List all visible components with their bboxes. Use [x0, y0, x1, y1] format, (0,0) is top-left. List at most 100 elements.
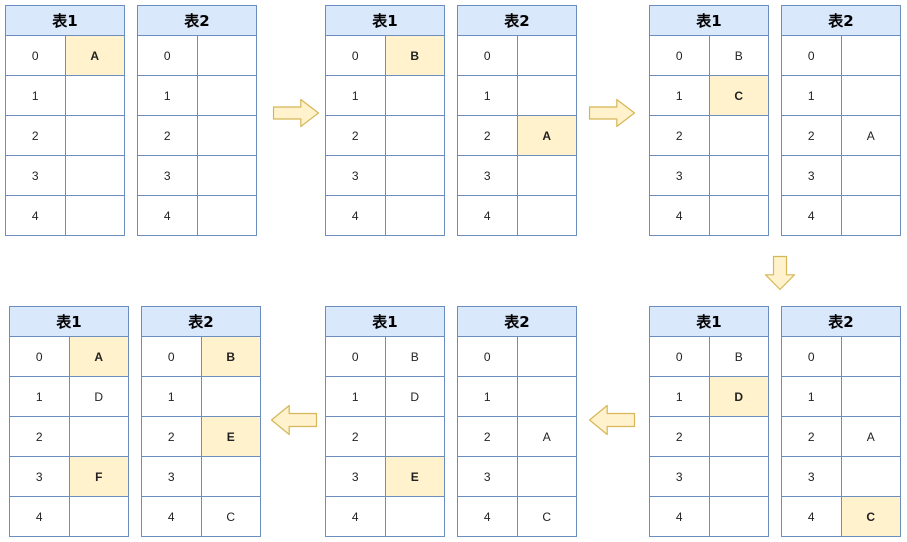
slot-index: 1 [325, 75, 386, 116]
slot-index: 0 [781, 336, 842, 377]
table-title: 表2 [137, 5, 257, 36]
slot-value [196, 115, 257, 156]
slot-value-highlighted: A [68, 336, 129, 377]
slot-index: 3 [5, 155, 66, 196]
slot-index: 0 [5, 35, 66, 76]
arrow-shape [272, 98, 320, 128]
table-title: 表1 [649, 5, 769, 36]
table-title: 表1 [5, 5, 125, 36]
slot-value [68, 416, 129, 457]
table-row: 2 [649, 115, 769, 156]
table-row: 3 [457, 456, 577, 497]
slot-index: 2 [325, 416, 386, 457]
table-row: 1 [137, 75, 257, 116]
slot-value-highlighted: E [200, 416, 261, 457]
slot-value: D [68, 376, 129, 417]
table-title: 表2 [781, 306, 901, 337]
table-title: 表2 [781, 5, 901, 36]
slot-index: 0 [9, 336, 70, 377]
slot-index: 1 [457, 376, 518, 417]
slot-value: A [516, 416, 577, 457]
slot-value [200, 376, 261, 417]
slot-index: 2 [457, 115, 518, 156]
slot-index: 2 [649, 416, 710, 457]
table-title: 表1 [649, 306, 769, 337]
slot-index: 1 [457, 75, 518, 116]
slot-value [64, 75, 125, 116]
slot-index: 0 [325, 336, 386, 377]
slot-index: 1 [649, 376, 710, 417]
slot-index: 3 [325, 456, 386, 497]
slot-value [516, 456, 577, 497]
table-row: 4 [325, 195, 445, 236]
slot-index: 0 [137, 35, 198, 76]
slot-index: 2 [5, 115, 66, 156]
slot-value [200, 456, 261, 497]
table-row: 1 [5, 75, 125, 116]
slot-index: 4 [325, 195, 386, 236]
table-row: 1 [781, 75, 901, 116]
slot-index: 0 [457, 336, 518, 377]
arrow-shape [764, 255, 796, 291]
table-row: 2 [325, 416, 445, 457]
slot-value: C [516, 496, 577, 537]
table-row: 0 [457, 336, 577, 377]
table-row: 1 [457, 376, 577, 417]
slot-value [516, 376, 577, 417]
table-title: 表1 [325, 5, 445, 36]
slot-index: 4 [649, 195, 710, 236]
slot-index: 2 [457, 416, 518, 457]
slot-value: B [708, 35, 769, 76]
slot-index: 4 [137, 195, 198, 236]
table-row: 4 [781, 195, 901, 236]
slot-index: 1 [141, 376, 202, 417]
slot-index: 3 [137, 155, 198, 196]
slot-value [840, 75, 901, 116]
slot-index: 4 [649, 496, 710, 537]
table-row: 3 [649, 155, 769, 196]
table-title: 表2 [457, 5, 577, 36]
table-row: 4 [5, 195, 125, 236]
arrow-shape [588, 404, 636, 436]
slot-index: 2 [9, 416, 70, 457]
arrow-left-icon [270, 404, 318, 436]
table-row: 2 [325, 115, 445, 156]
slot-index: 1 [781, 75, 842, 116]
slot-index: 3 [781, 456, 842, 497]
slot-value: B [708, 336, 769, 377]
slot-index: 3 [649, 456, 710, 497]
table-row: 4 [649, 195, 769, 236]
slot-value [384, 416, 445, 457]
slot-value [384, 155, 445, 196]
slot-value-highlighted: C [840, 496, 901, 537]
slot-value [516, 155, 577, 196]
table-row: 4 [137, 195, 257, 236]
slot-value [840, 376, 901, 417]
table-row: 1 [781, 376, 901, 417]
slot-value-highlighted: A [516, 115, 577, 156]
slot-value: A [840, 416, 901, 457]
arrow-left-icon [588, 404, 636, 436]
table-title: 表2 [457, 306, 577, 337]
table-row: 0 [137, 35, 257, 76]
slot-index: 3 [457, 155, 518, 196]
slot-value [516, 195, 577, 236]
slot-index: 3 [9, 456, 70, 497]
table-row: 2 [9, 416, 129, 457]
arrow-right-icon [272, 98, 320, 128]
slot-index: 0 [141, 336, 202, 377]
